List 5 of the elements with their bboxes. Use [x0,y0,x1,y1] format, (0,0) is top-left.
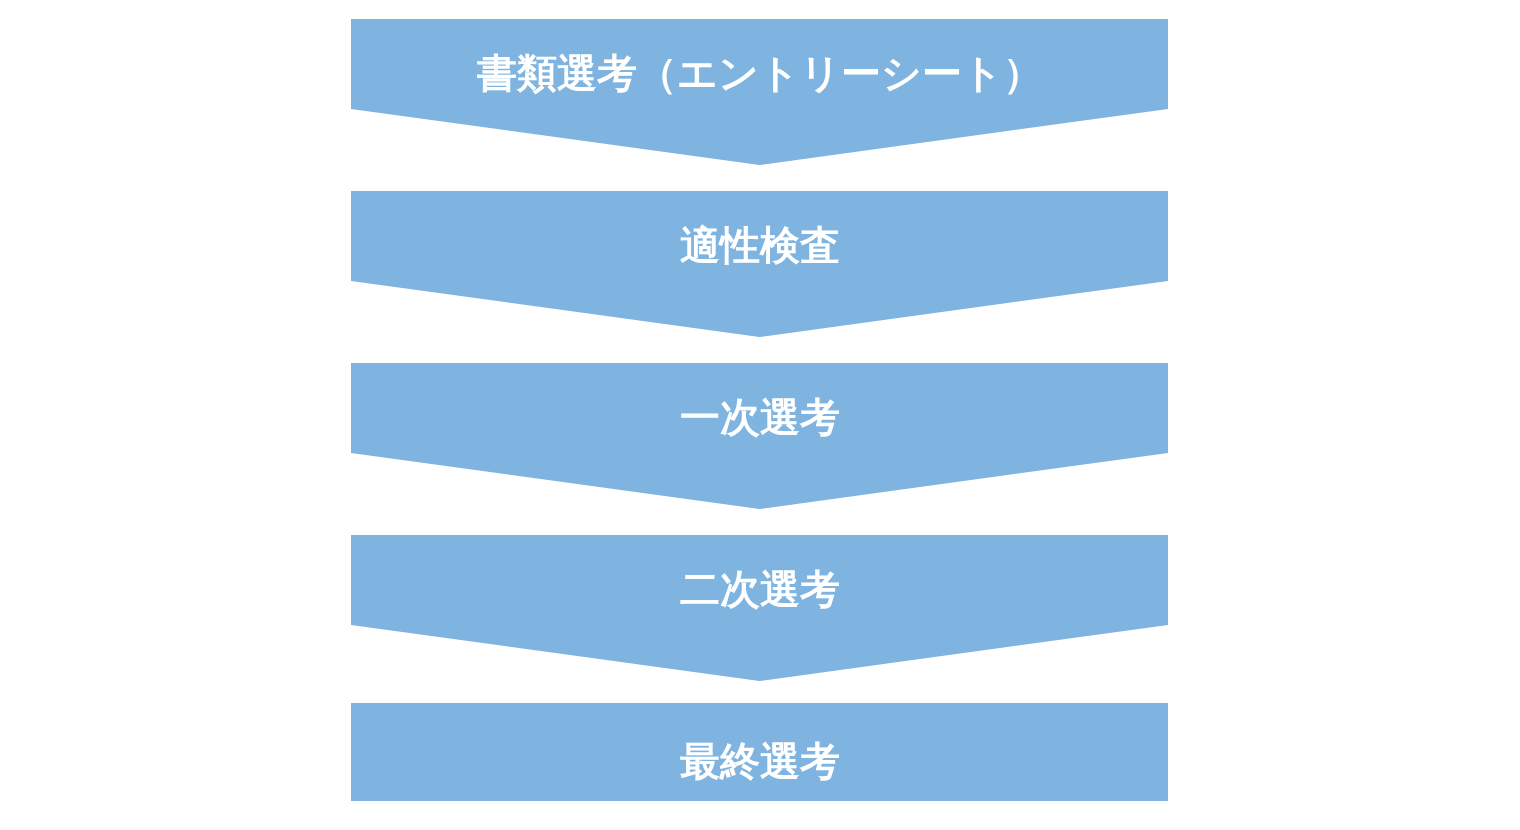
step-label: 二次選考 [678,565,841,613]
step-label: 最終選考 [678,737,841,785]
step-label: 一次選考 [678,393,841,441]
step-label: 適性検査 [678,221,841,269]
step-label: 書類選考（エントリーシート） [475,49,1044,97]
